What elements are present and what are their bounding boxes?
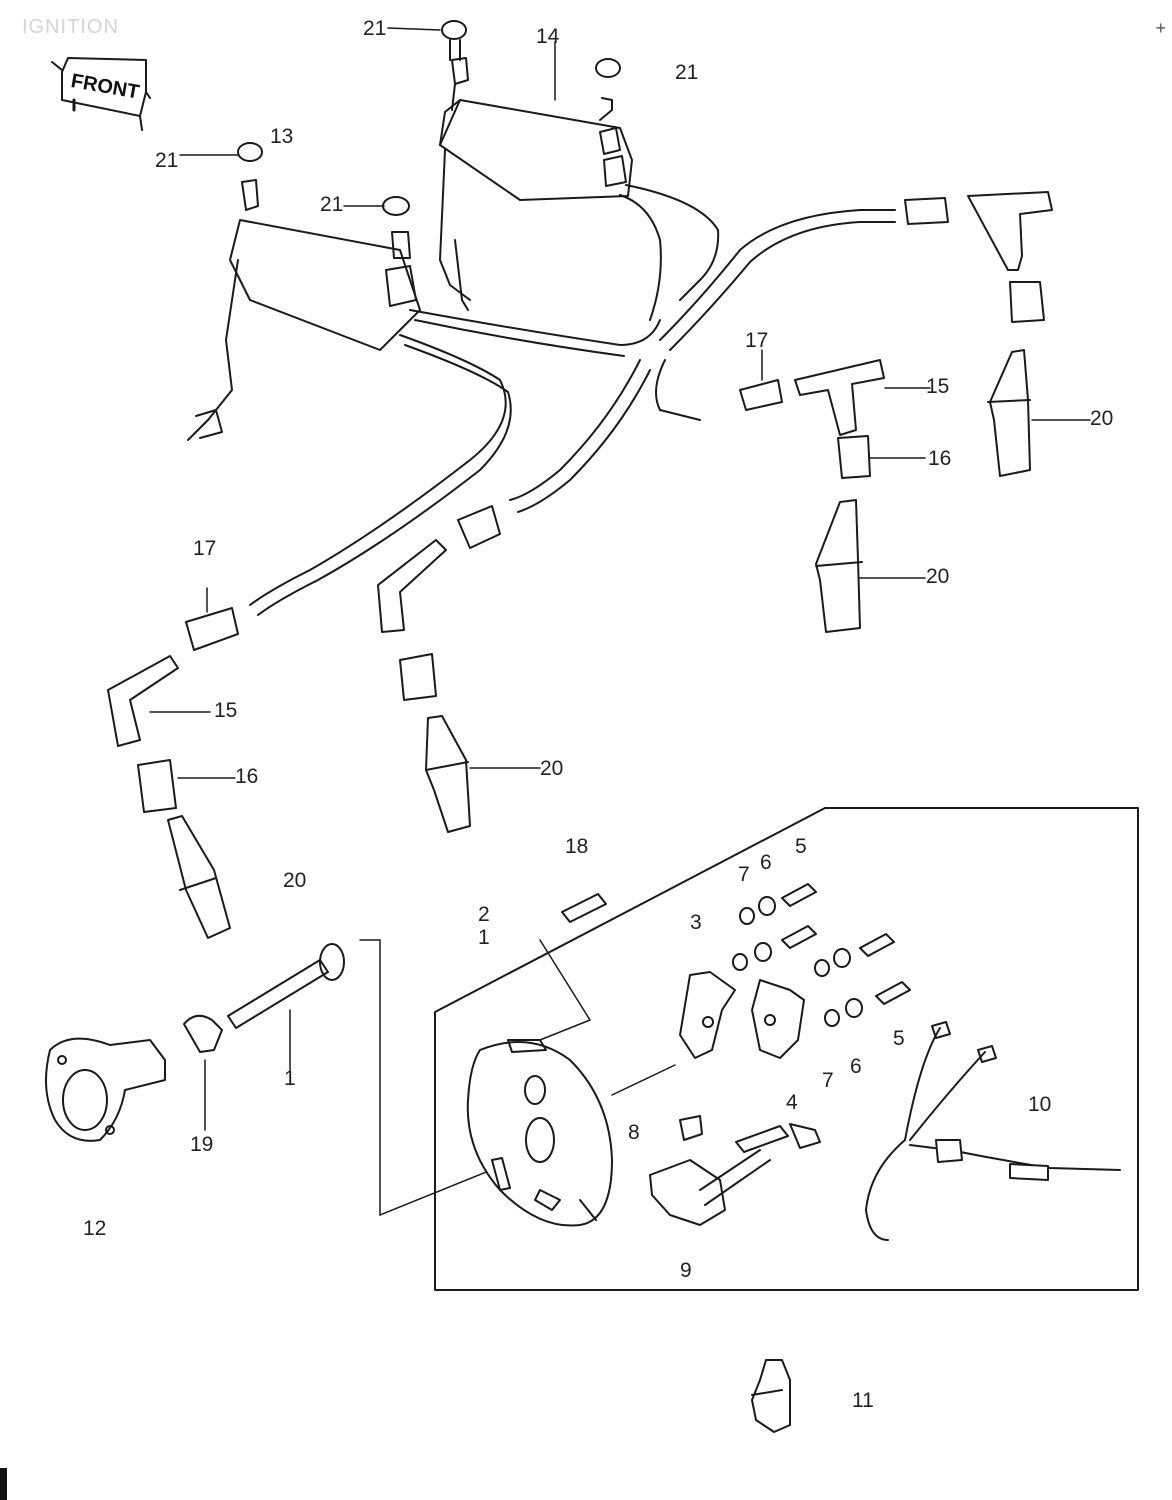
part-label: 20 (540, 757, 564, 780)
part-label: 16 (235, 765, 259, 788)
part-label: 12 (83, 1217, 107, 1240)
ignition-coil-rear (439, 57, 633, 311)
part-label: 21 (155, 149, 179, 172)
timing-advancer-12 (45, 1037, 166, 1142)
corner-mark: + (1155, 18, 1166, 38)
part-label: 9 (680, 1259, 692, 1282)
coil-mount-bolts (441, 20, 467, 61)
part-label: 20 (926, 565, 950, 588)
part-label: 2 (478, 903, 490, 926)
spark-plug-right-upper (987, 349, 1031, 477)
breaker-screws-washers (561, 883, 911, 1027)
part-label: 17 (193, 537, 217, 560)
part-label: 21 (675, 61, 699, 84)
part-label: 13 (270, 125, 294, 148)
part-label: 5 (893, 1027, 905, 1050)
contact-breaker-plate-8 (466, 939, 676, 1227)
part-label: 7 (822, 1069, 834, 1092)
part-label: 1 (478, 926, 490, 949)
contact-points-3 (679, 971, 805, 1059)
part-label: 1 (284, 1067, 296, 1090)
part-label: 20 (1090, 407, 1114, 430)
ignition-coil-front (187, 142, 421, 441)
part-label: 8 (628, 1121, 640, 1144)
contact-breaker-frame (434, 807, 1139, 1291)
part-label: 11 (852, 1389, 874, 1412)
part-label: 7 (738, 863, 750, 886)
section-title: IGNITION (22, 16, 119, 38)
plug-cap-right-upper (904, 191, 1053, 323)
plug-cap-left-mid (377, 505, 501, 701)
part-label: 21 (363, 17, 387, 40)
part-label: 17 (745, 329, 769, 352)
part-label: 21 (320, 193, 344, 216)
cable-clip-11 (751, 1359, 791, 1433)
plug-cap-right-mid (739, 359, 885, 479)
part-label: 4 (786, 1091, 798, 1114)
advancer-bolt (227, 943, 345, 1029)
spark-plug-left-lower (167, 815, 231, 939)
part-label: 10 (1028, 1093, 1052, 1116)
condenser-9 (649, 1115, 821, 1226)
part-label: 20 (283, 869, 307, 892)
spark-plug-right-mid (815, 499, 863, 633)
part-label: 18 (565, 835, 589, 858)
cam-19 (183, 1014, 223, 1053)
part-label: 6 (760, 851, 772, 874)
high-tension-leads (249, 184, 896, 616)
part-label: 15 (926, 375, 950, 398)
front-arrow-badge: FRONT (51, 57, 151, 131)
plug-cap-left-lower (107, 607, 239, 813)
leader-lines (149, 27, 1091, 1131)
binding-edge-mark (0, 1468, 7, 1500)
part-label: 19 (190, 1133, 214, 1156)
part-label: 3 (690, 911, 702, 934)
spark-plug-left-mid (425, 715, 471, 833)
part-label: 14 (536, 25, 560, 48)
part-label: 16 (928, 447, 952, 470)
part-label: 5 (795, 835, 807, 858)
part-label: 6 (850, 1055, 862, 1078)
part-label: 15 (214, 699, 238, 722)
breaker-wiring-10 (865, 1021, 1121, 1241)
